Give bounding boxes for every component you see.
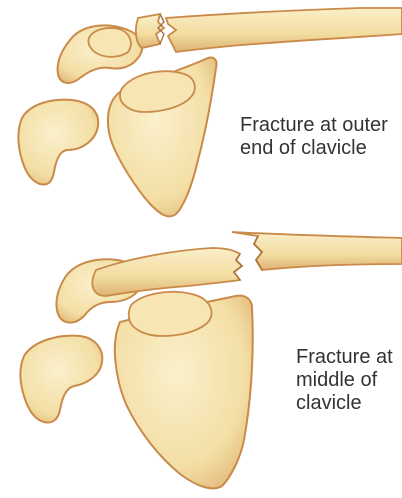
caption-middle-line3: clavicle [296,392,393,415]
acromion-tip-top [88,28,130,57]
caption-middle-line2: middle of [296,369,393,392]
caption-outer-end: Fracture at outer end of clavicle [240,114,388,160]
clavicle-lateral-fragment-bottom [92,248,242,296]
caption-middle: Fracture at middle of clavicle [296,346,393,415]
caption-outer-end-line2: end of clavicle [240,137,388,160]
coracoid-bottom [129,292,212,336]
panel-middle-fracture: Fracture at middle of clavicle [0,226,402,498]
humerus-bottom [20,336,102,423]
humerus-top [18,100,98,185]
caption-outer-end-line1: Fracture at outer [240,114,388,137]
clavicle-medial-fragment-top [166,8,402,52]
panel-outer-end-fracture: Fracture at outer end of clavicle [0,0,402,240]
caption-middle-line1: Fracture at [296,346,393,369]
